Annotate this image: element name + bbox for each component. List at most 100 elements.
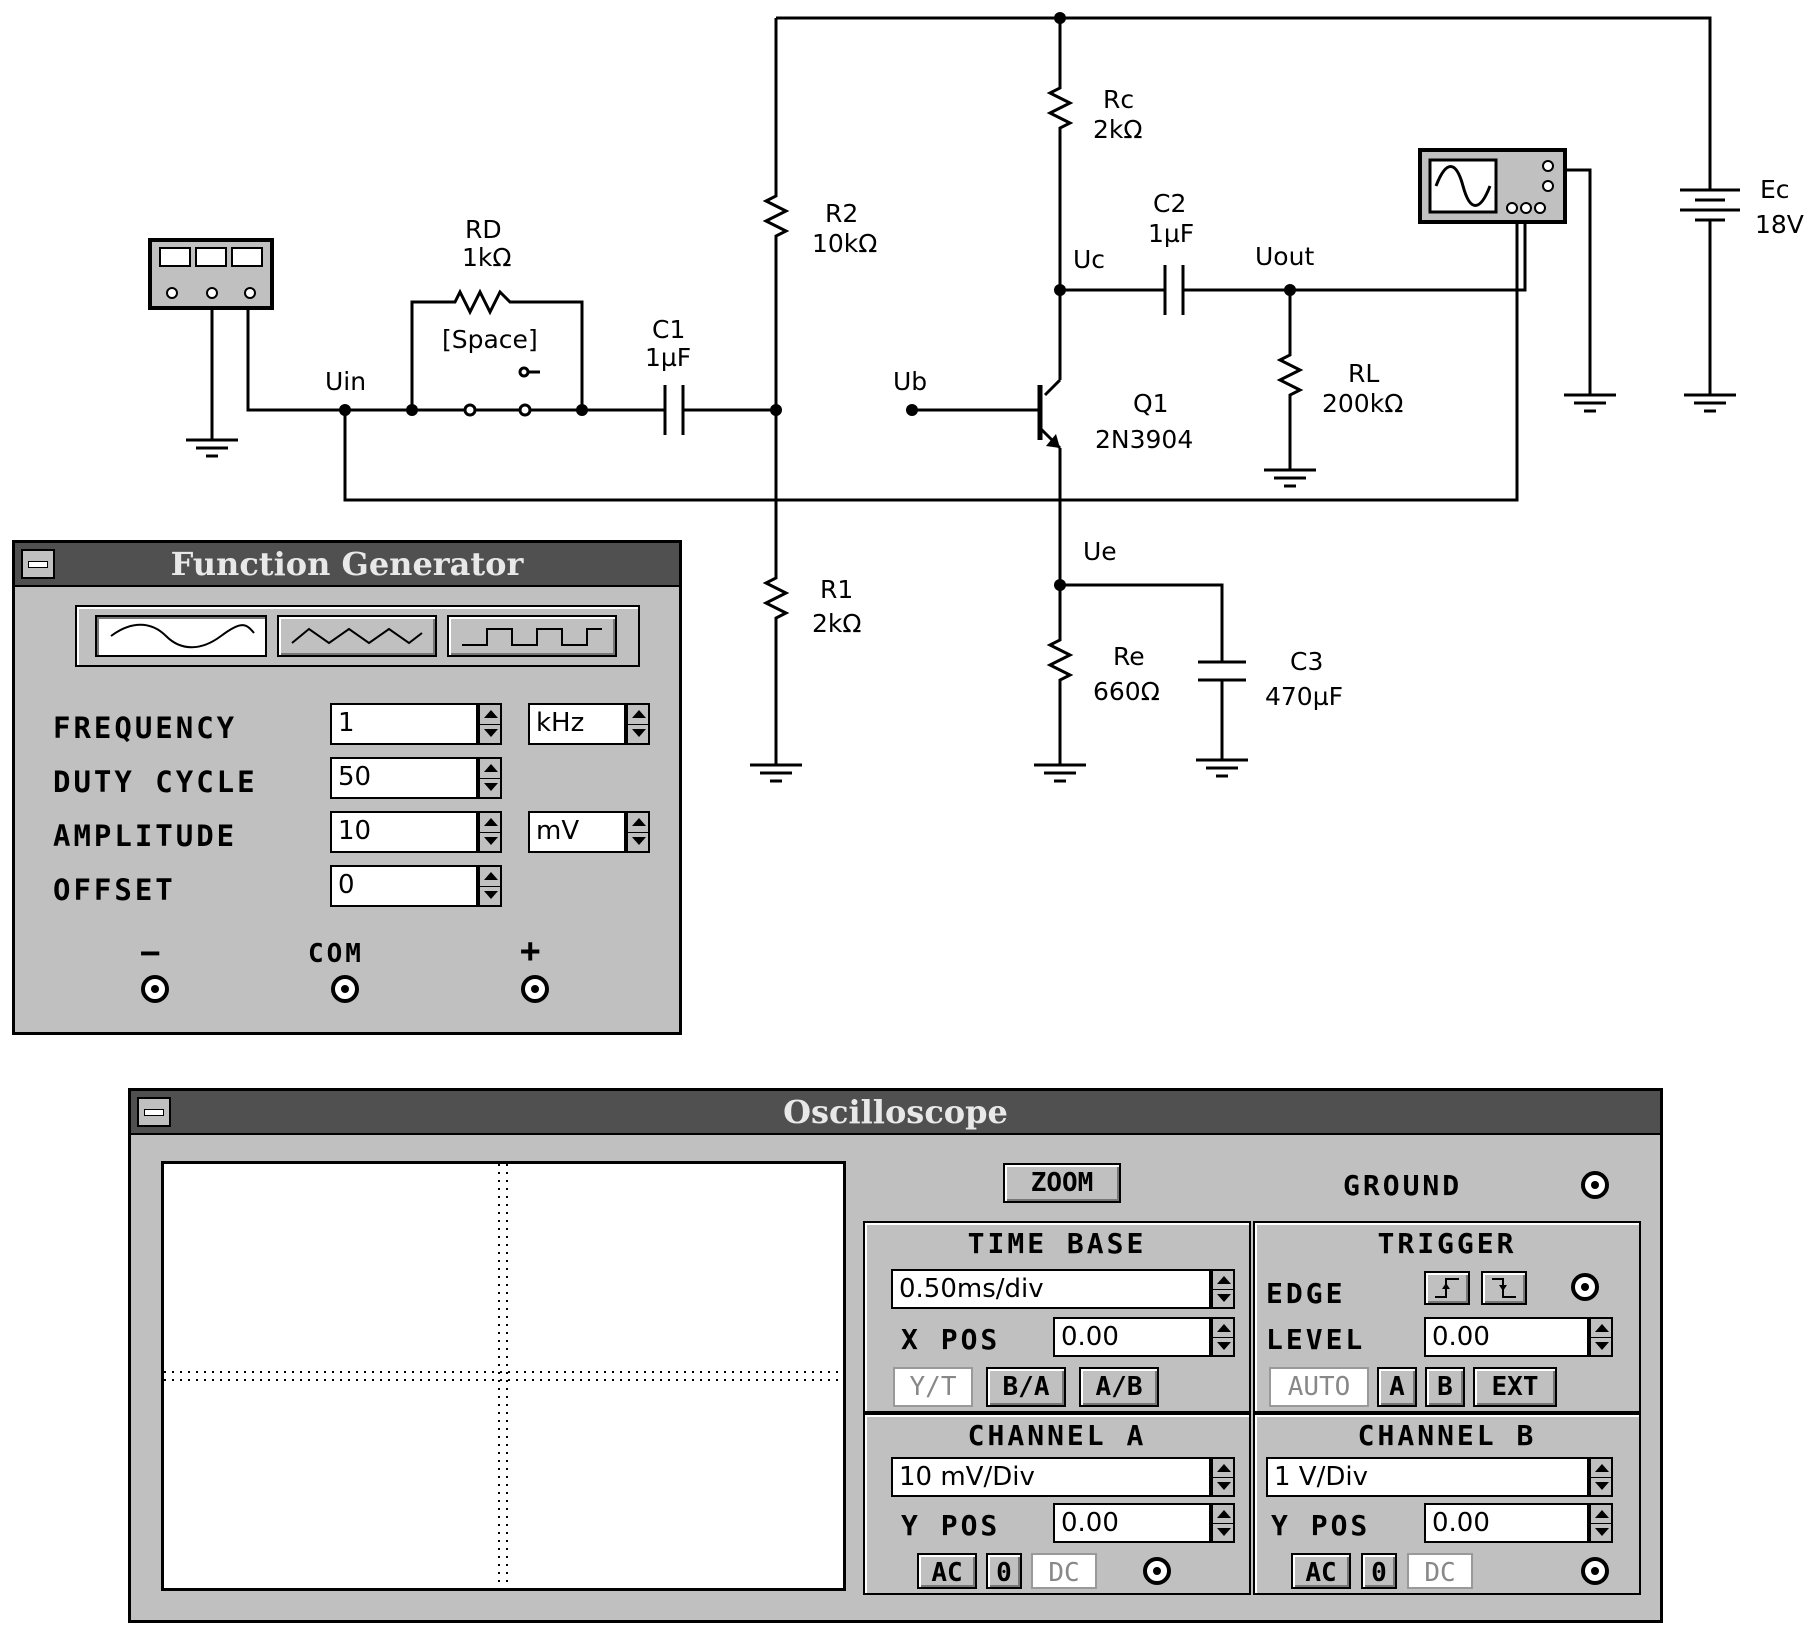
amplitude-spinner[interactable]	[478, 811, 502, 853]
r2-name: R2	[825, 199, 858, 228]
trigger-group: TRIGGER	[1253, 1221, 1641, 1413]
function-generator-title-bar[interactable]: Function Generator	[15, 543, 679, 587]
offset-spinner[interactable]	[478, 865, 502, 907]
frequency-label: FREQUENCY	[53, 711, 238, 745]
re-value: 660Ω	[1093, 677, 1160, 706]
time-base-spinner[interactable]	[1211, 1269, 1235, 1309]
rl-value: 200kΩ	[1322, 389, 1403, 418]
xpos-label: X POS	[901, 1323, 1001, 1356]
xpos-spinner[interactable]	[1211, 1317, 1235, 1357]
q1-name: Q1	[1133, 389, 1169, 418]
channel-b-ypos-label: Y POS	[1271, 1509, 1371, 1542]
frequency-spinner[interactable]	[478, 703, 502, 745]
sine-wave-icon	[110, 623, 255, 649]
channel-a-terminal[interactable]	[1143, 1557, 1171, 1585]
c2-value: 1µF	[1148, 219, 1194, 248]
com-terminal-label: COM	[308, 939, 364, 969]
auto-trigger-button[interactable]: AUTO	[1269, 1367, 1369, 1407]
duty-cycle-spinner[interactable]	[478, 757, 502, 799]
offset-input[interactable]: 0	[330, 865, 478, 907]
channel-b-ypos-spinner[interactable]	[1589, 1503, 1613, 1543]
rl-name: RL	[1348, 359, 1379, 388]
oscilloscope-window: Oscilloscope ZOOM GROUND TIME BASE 0.50m…	[128, 1088, 1663, 1623]
function-generator-icon[interactable]	[148, 238, 274, 310]
channel-b-scale-spinner[interactable]	[1589, 1457, 1613, 1497]
function-generator-window: Function Generator FREQUENCY 1 kHz DUTY …	[12, 540, 682, 1035]
rising-edge-button[interactable]	[1424, 1271, 1470, 1305]
channel-b-terminal[interactable]	[1581, 1557, 1609, 1585]
falling-edge-icon	[1492, 1278, 1516, 1298]
waveform-selector	[75, 605, 640, 667]
sine-wave-button[interactable]	[95, 615, 267, 657]
ec-value: 18V	[1755, 210, 1804, 239]
channel-a-dc-button[interactable]: DC	[1031, 1553, 1097, 1589]
yt-mode-button[interactable]: Y/T	[893, 1367, 973, 1407]
xpos-input[interactable]: 0.00	[1053, 1317, 1211, 1357]
trigger-title: TRIGGER	[1377, 1227, 1517, 1260]
triangle-wave-button[interactable]	[277, 615, 437, 657]
trigger-ext-button[interactable]: EXT	[1473, 1367, 1557, 1407]
r1-value: 2kΩ	[812, 609, 862, 638]
ground-terminal[interactable]	[1581, 1171, 1609, 1199]
level-input[interactable]: 0.00	[1424, 1317, 1589, 1357]
level-spinner[interactable]	[1589, 1317, 1613, 1357]
ba-mode-button[interactable]: B/A	[986, 1367, 1066, 1407]
minus-terminal[interactable]	[141, 975, 169, 1003]
time-base-title: TIME BASE	[967, 1227, 1147, 1260]
channel-b-ac-button[interactable]: AC	[1291, 1553, 1351, 1589]
channel-b-scale-input[interactable]: 1 V/Div	[1266, 1457, 1589, 1497]
channel-a-ypos-spinner[interactable]	[1211, 1503, 1235, 1543]
amplitude-input[interactable]: 10	[330, 811, 478, 853]
ab-mode-button[interactable]: A/B	[1079, 1367, 1159, 1407]
space-key-label: [Space]	[442, 325, 538, 354]
frequency-unit-select[interactable]: kHz	[528, 703, 626, 745]
rd-value: 1kΩ	[462, 243, 512, 272]
plus-terminal[interactable]	[521, 975, 549, 1003]
frequency-input[interactable]: 1	[330, 703, 478, 745]
channel-a-ac-button[interactable]: AC	[917, 1553, 977, 1589]
ground-label: GROUND	[1343, 1169, 1463, 1202]
channel-b-zero-button[interactable]: 0	[1361, 1553, 1397, 1589]
minus-terminal-label: −	[140, 933, 164, 973]
duty-cycle-input[interactable]: 50	[330, 757, 478, 799]
ec-name: Ec	[1760, 175, 1790, 204]
channel-a-scale-input[interactable]: 10 mV/Div	[891, 1457, 1211, 1497]
amplitude-unit-spinner[interactable]	[626, 811, 650, 853]
amplitude-unit-select[interactable]: mV	[528, 811, 626, 853]
rd-name: RD	[465, 215, 502, 244]
node-label-ub: Ub	[893, 367, 927, 396]
duty-cycle-label: DUTY CYCLE	[53, 765, 258, 799]
c1-name: C1	[652, 315, 685, 344]
channel-b-group: CHANNEL B	[1253, 1413, 1641, 1595]
channel-a-title: CHANNEL A	[967, 1419, 1147, 1452]
square-wave-button[interactable]	[447, 615, 617, 657]
rising-edge-icon	[1435, 1278, 1459, 1298]
oscilloscope-icon[interactable]	[1418, 148, 1567, 224]
channel-a-scale-spinner[interactable]	[1211, 1457, 1235, 1497]
channel-b-dc-button[interactable]: DC	[1407, 1553, 1473, 1589]
channel-a-ypos-input[interactable]: 0.00	[1053, 1503, 1211, 1543]
channel-a-zero-button[interactable]: 0	[986, 1553, 1022, 1589]
trigger-a-button[interactable]: A	[1377, 1367, 1417, 1407]
falling-edge-button[interactable]	[1481, 1271, 1527, 1305]
square-wave-icon	[462, 628, 602, 646]
trigger-terminal[interactable]	[1571, 1273, 1599, 1301]
com-terminal[interactable]	[331, 975, 359, 1003]
zoom-button[interactable]: ZOOM	[1003, 1163, 1121, 1203]
channel-b-ypos-input[interactable]: 0.00	[1424, 1503, 1589, 1543]
system-menu-button[interactable]	[21, 549, 55, 579]
offset-label: OFFSET	[53, 873, 176, 907]
node-label-uc: Uc	[1073, 245, 1105, 274]
channel-b-title: CHANNEL B	[1357, 1419, 1537, 1452]
r2-value: 10kΩ	[812, 229, 877, 258]
system-menu-button[interactable]	[137, 1097, 171, 1127]
oscilloscope-screen	[161, 1161, 846, 1591]
c2-name: C2	[1153, 189, 1186, 218]
trigger-b-button[interactable]: B	[1425, 1367, 1465, 1407]
node-label-uin: Uin	[325, 367, 366, 396]
triangle-wave-icon	[291, 627, 423, 645]
time-base-input[interactable]: 0.50ms/div	[891, 1269, 1211, 1309]
oscilloscope-title-bar[interactable]: Oscilloscope	[131, 1091, 1660, 1135]
frequency-unit-spinner[interactable]	[626, 703, 650, 745]
node-label-uout: Uout	[1255, 242, 1314, 271]
